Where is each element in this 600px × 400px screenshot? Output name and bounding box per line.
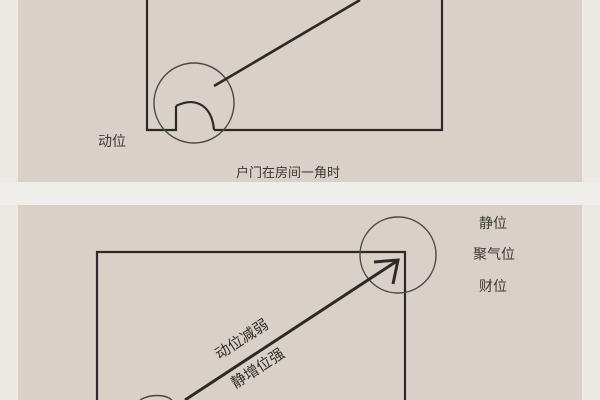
top-diagonal-line (213, 0, 361, 88)
top-panel (18, 0, 582, 182)
side-label-quiet: 静位 (479, 216, 507, 232)
bottom-room (95, 250, 407, 400)
top-caption: 户门在房间一角时 (236, 166, 341, 181)
top-room (145, 0, 444, 132)
bottom-room-walls (95, 250, 407, 400)
side-label-wealth: 财位 (479, 279, 507, 295)
corner-circle (359, 216, 437, 294)
top-room-bottom-right-wall (214, 0, 444, 132)
side-label-gather-qi: 聚气位 (473, 247, 515, 263)
top-room-left-wall (145, 0, 178, 132)
corner-label: 动位 (98, 134, 126, 150)
door-swing-arc (175, 101, 216, 131)
top-door-circle (153, 62, 235, 144)
door-circle-partial (139, 394, 173, 400)
panel-divider (0, 182, 600, 205)
bottom-panel (18, 205, 582, 400)
diagonal-arrow-shaft (184, 259, 398, 400)
diagonal-arrow-head (373, 258, 400, 285)
